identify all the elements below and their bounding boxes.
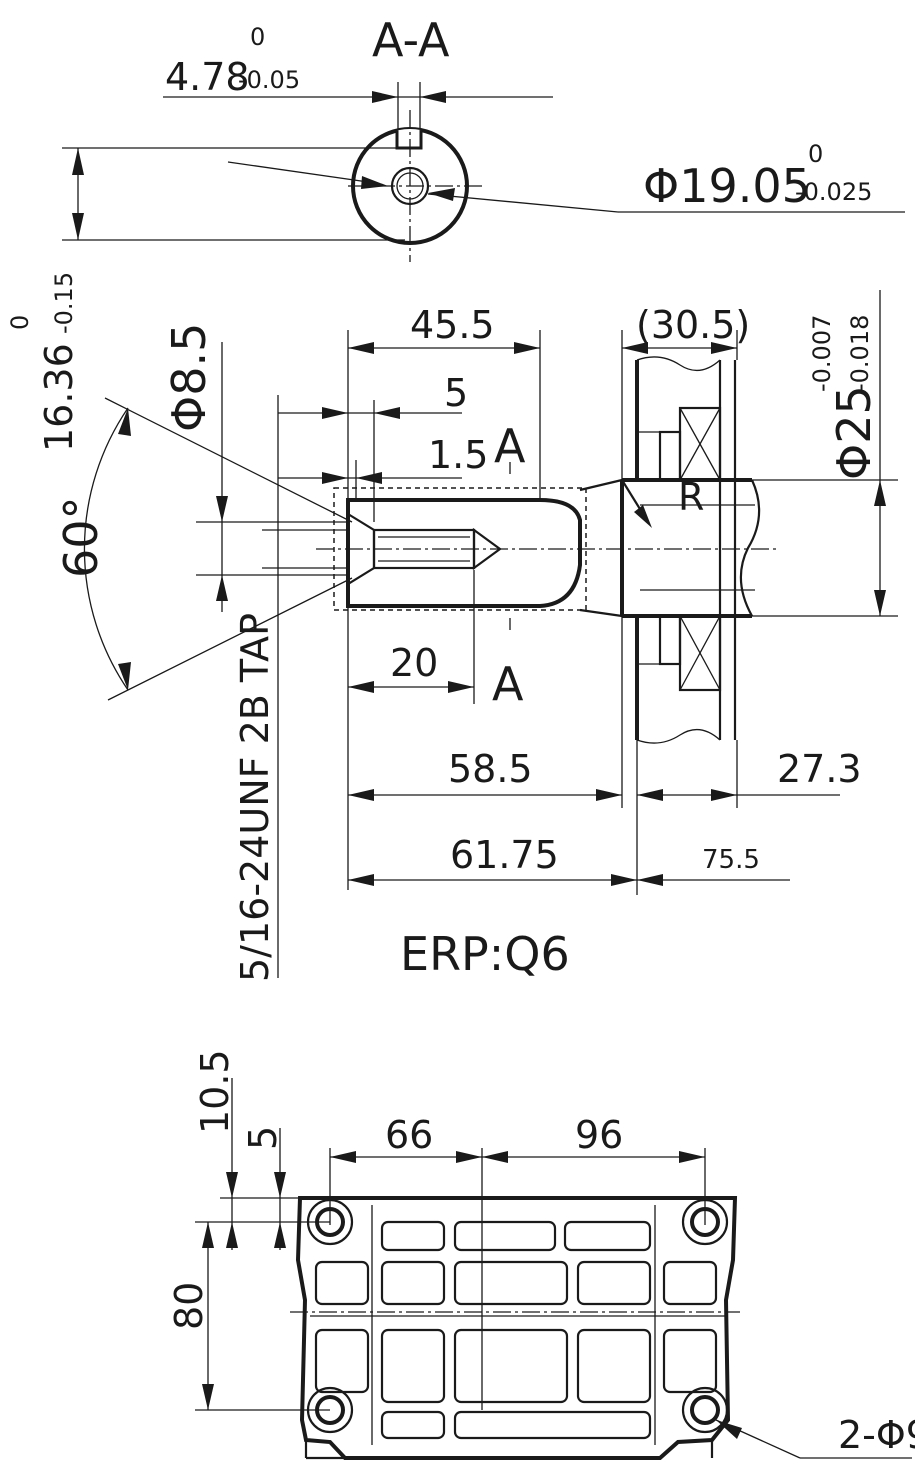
- shaft-diameter-dim: Φ19.05: [643, 159, 811, 213]
- tap-diameter-dim: Φ8.5: [162, 323, 216, 432]
- base-outline: [295, 1196, 738, 1460]
- thread-note: 5/16-24UNF 2B TAP: [233, 613, 277, 982]
- holes-note: 2-Φ9: [838, 1413, 915, 1457]
- dim-30-5: (30.5): [636, 303, 750, 347]
- dim-75-5: 75.5: [702, 845, 760, 875]
- key-width-tol-upper: 0: [250, 23, 265, 51]
- dim-58-5: 58.5: [448, 747, 533, 791]
- dim-5: 5: [444, 371, 468, 415]
- dim-66: 66: [385, 1113, 433, 1157]
- shaft-side-view: 60° Φ8.5 5/16-24UNF 2B TAP 5 1.5 45.5: [54, 290, 898, 982]
- base-mounting-view: 66 96 10.5 5 80: [167, 1049, 915, 1460]
- shaft-dia-tol-lower: -0.025: [795, 178, 872, 206]
- dim-5-base: 5: [241, 1126, 285, 1150]
- key-width-dim: 4.78: [165, 55, 250, 99]
- mount-hole-bottom-right: [681, 1386, 729, 1434]
- bearing-diameter-dim: Φ25: [827, 385, 881, 480]
- section-mark-bottom: A: [492, 657, 524, 711]
- section-label: A-A: [372, 13, 450, 67]
- dim-61-75: 61.75: [450, 833, 559, 877]
- shaft-body: [346, 498, 582, 608]
- model-code: ERP:Q6: [400, 927, 570, 981]
- dim-27-3: 27.3: [777, 747, 862, 791]
- section-mark-top: A: [494, 419, 526, 473]
- section-a-a-view: A-A 4.78 0 -0.05 16.36 0: [6, 13, 905, 452]
- key-depth-tol-upper: 0: [6, 315, 34, 330]
- keyway-slot: [395, 129, 423, 150]
- dim-10-5: 10.5: [193, 1049, 237, 1134]
- mount-hole-bottom-left: [306, 1386, 354, 1434]
- key-width-tol-lower: -0.05: [238, 66, 300, 94]
- key-depth-tol-lower: -0.15: [50, 272, 78, 334]
- bearing-tol-lower: -0.018: [846, 315, 874, 392]
- dim-96: 96: [575, 1113, 623, 1157]
- bearing-tol-upper: -0.007: [808, 315, 836, 392]
- key-depth-dim: 16.36: [37, 343, 81, 452]
- dim-20: 20: [390, 641, 438, 685]
- cone-angle-dim: 60°: [54, 496, 108, 578]
- mount-hole-top-left: [306, 1198, 354, 1246]
- dim-80: 80: [167, 1282, 211, 1330]
- dim-45-5: 45.5: [410, 303, 495, 347]
- mount-hole-top-right: [681, 1198, 729, 1246]
- dim-1-5: 1.5: [428, 433, 488, 477]
- radius-label: R: [678, 475, 704, 519]
- shaft-dia-tol-upper: 0: [808, 140, 823, 168]
